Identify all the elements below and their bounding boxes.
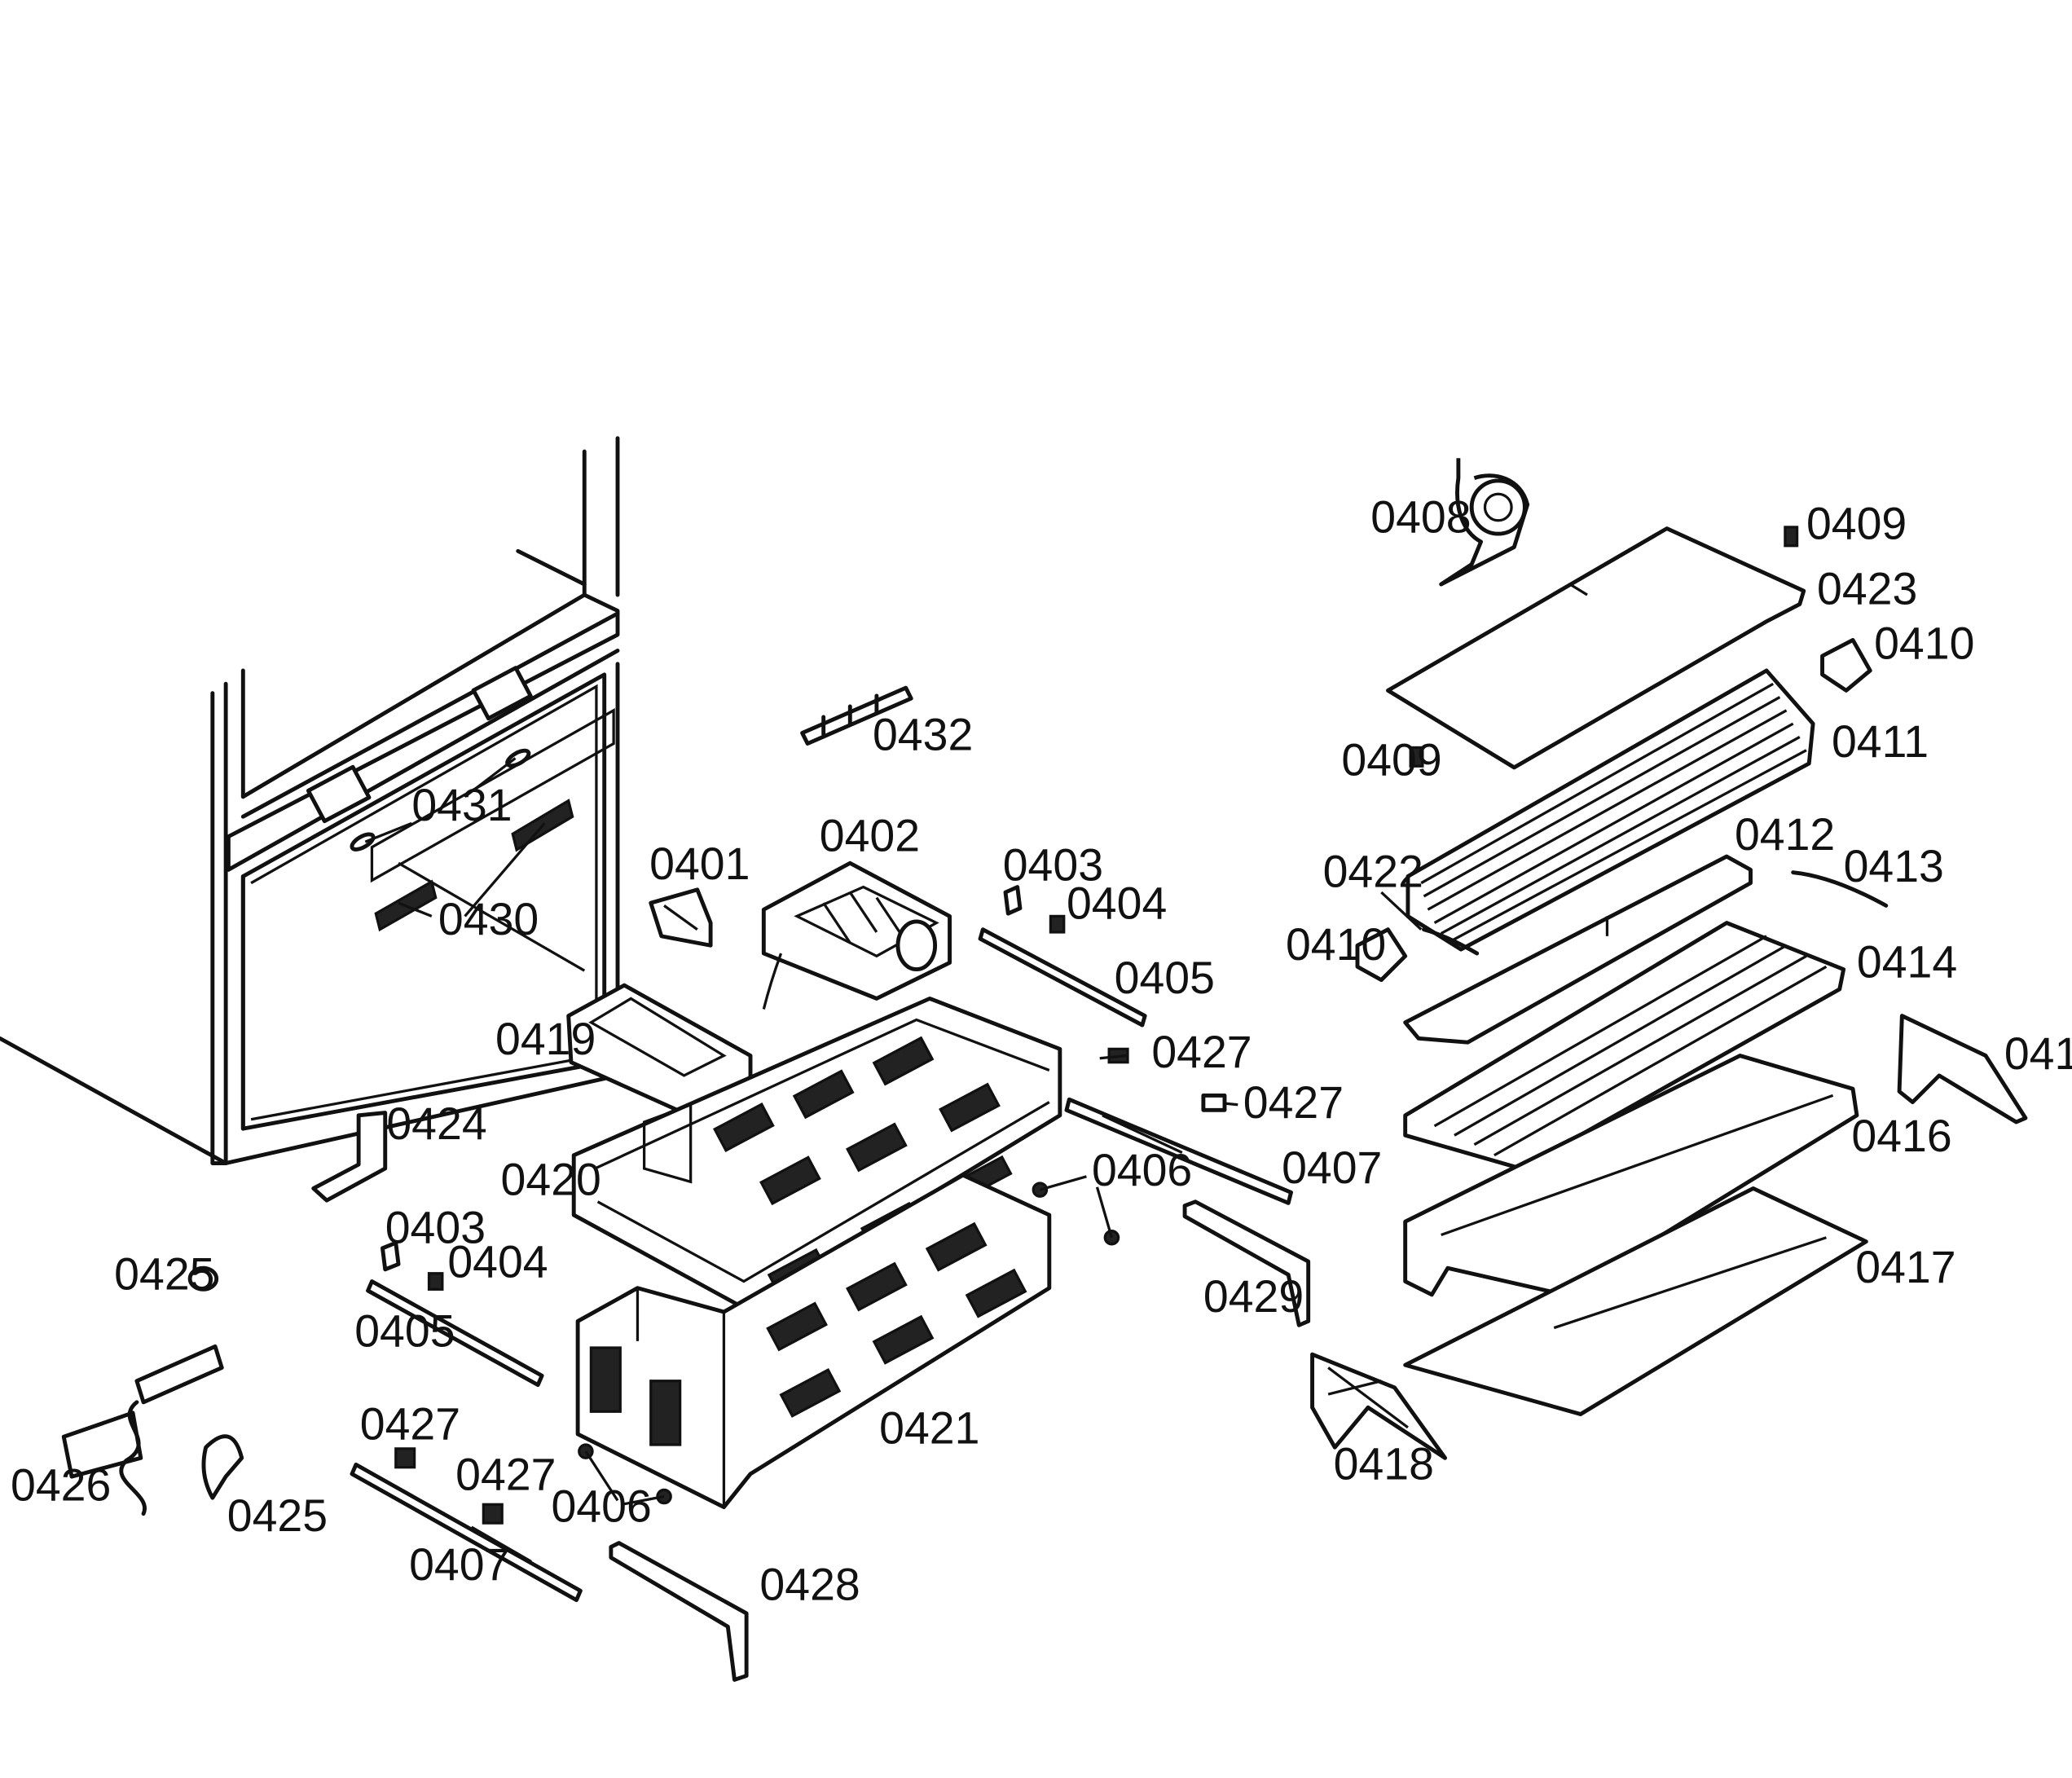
callout-0427: 0427 xyxy=(455,1449,556,1499)
part-0429 xyxy=(1182,1199,1311,1327)
part-0432 xyxy=(800,685,913,746)
part-0404-left xyxy=(427,1272,444,1291)
callout-0407: 0407 xyxy=(1282,1142,1382,1193)
part-0413 xyxy=(1791,870,1889,908)
callout-0427: 0427 xyxy=(360,1398,460,1449)
part-0424 xyxy=(311,1111,388,1203)
part-0417 xyxy=(1403,1186,1868,1416)
callout-0409: 0409 xyxy=(1806,499,1907,549)
callout-0409: 0409 xyxy=(1341,735,1441,786)
part-0409-top xyxy=(1784,526,1799,548)
heater-coils xyxy=(1433,935,1828,1157)
callout-0425: 0425 xyxy=(114,1248,214,1299)
part-0425-bottom xyxy=(201,1434,244,1500)
part-0403-right xyxy=(1003,885,1023,916)
part-0410-top xyxy=(1820,638,1872,693)
callout-0422: 0422 xyxy=(1323,847,1423,897)
basket-holes-lower xyxy=(589,1221,1027,1446)
part-0410-mid xyxy=(1355,927,1408,983)
evaporator-coils xyxy=(1420,682,1807,944)
part-0411 xyxy=(1406,668,1815,952)
part-0427-left-a xyxy=(394,1447,416,1469)
callout-0401: 0401 xyxy=(649,838,750,889)
callout-0406: 0406 xyxy=(1092,1145,1192,1195)
part-0428 xyxy=(609,1541,749,1682)
part-0421 xyxy=(575,1173,1052,1510)
part-0427-left-b xyxy=(482,1503,504,1525)
callout-0428: 0428 xyxy=(759,1560,860,1610)
part-0422 xyxy=(1422,927,1480,956)
part-0405-right xyxy=(978,927,1147,1028)
part-0409-mid xyxy=(1409,746,1424,768)
callout-0405: 0405 xyxy=(1115,953,1215,1003)
callout-0407: 0407 xyxy=(409,1539,509,1590)
callout-0406: 0406 xyxy=(552,1481,652,1532)
callout-0430: 0430 xyxy=(438,894,539,944)
callout-0410: 0410 xyxy=(1874,618,1974,668)
part-0414 xyxy=(1403,921,1846,1171)
callout-0411: 0411 xyxy=(1832,716,1929,767)
callout-0423: 0423 xyxy=(1817,563,1917,614)
callout-0426: 0426 xyxy=(11,1459,111,1510)
part-0403-left xyxy=(381,1240,401,1272)
callout-0410: 0410 xyxy=(1286,919,1386,970)
callout-0416: 0416 xyxy=(1851,1111,1951,1161)
callout-0431: 0431 xyxy=(411,780,512,830)
part-0406-right xyxy=(1032,1182,1120,1246)
callout-0432: 0432 xyxy=(873,710,973,760)
callout-0420: 0420 xyxy=(501,1155,601,1205)
callout-0404: 0404 xyxy=(447,1237,548,1287)
part-0427-right-b xyxy=(1201,1093,1227,1112)
callout-0413: 0413 xyxy=(1844,841,1944,891)
callout-0427: 0427 xyxy=(1151,1027,1252,1077)
callout-0414: 0414 xyxy=(1857,936,1957,987)
callout-0412: 0412 xyxy=(1735,809,1835,860)
callout-0429: 0429 xyxy=(1203,1271,1304,1322)
part-0404-right xyxy=(1049,914,1066,934)
callout-0405: 0405 xyxy=(354,1305,455,1356)
callout-0417: 0417 xyxy=(1855,1242,1955,1292)
callout-0408: 0408 xyxy=(1370,491,1471,542)
callout-0402: 0402 xyxy=(820,811,920,861)
part-0407-right xyxy=(1064,1097,1293,1205)
callout-0415: 0415 xyxy=(2004,1028,2072,1079)
callout-0424: 0424 xyxy=(386,1098,486,1149)
callout-0425: 0425 xyxy=(227,1490,328,1541)
callout-0418: 0418 xyxy=(1334,1438,1434,1489)
part-0407-left xyxy=(350,1462,583,1603)
callout-labels: 0401 0402 0403 0403 0404 0404 0405 0405 … xyxy=(11,491,2072,1609)
callout-0403: 0403 xyxy=(385,1202,486,1252)
part-0426 xyxy=(61,1344,224,1516)
callout-0403: 0403 xyxy=(1003,839,1103,890)
part-0412 xyxy=(1403,854,1753,1045)
part-0405-left xyxy=(366,1279,544,1388)
part-0401 xyxy=(649,887,713,948)
callout-0419: 0419 xyxy=(495,1014,596,1064)
callout-0421: 0421 xyxy=(879,1402,979,1453)
leader-lines xyxy=(364,757,1423,1506)
part-0425-top xyxy=(187,1265,219,1292)
callout-0404: 0404 xyxy=(1067,878,1167,929)
part-0423 xyxy=(1386,526,1806,770)
part-0418 xyxy=(1310,1352,1448,1460)
part-0415 xyxy=(1897,1014,2028,1124)
callout-0427: 0427 xyxy=(1243,1077,1344,1128)
part-0408 xyxy=(1439,458,1530,587)
part-0402 xyxy=(761,860,952,1010)
